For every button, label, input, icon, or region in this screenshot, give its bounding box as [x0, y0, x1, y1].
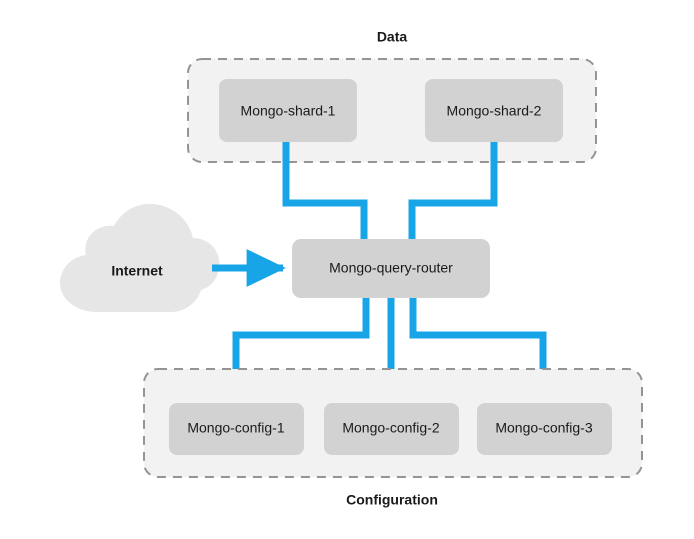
node-internet-cloud[interactable]: Internet — [60, 203, 220, 312]
node-mongo-shard-1-box[interactable] — [219, 79, 357, 142]
node-mongo-shard-1[interactable]: Mongo-shard-1 — [219, 79, 357, 142]
group-data-label: Data — [377, 29, 408, 45]
node-mongo-config-1-label: Mongo-config-1 — [187, 420, 284, 436]
node-mongo-config-2-label: Mongo-config-2 — [342, 420, 439, 436]
group-configuration-label: Configuration — [346, 492, 438, 508]
node-mongo-config-3-box[interactable] — [477, 403, 612, 455]
node-mongo-shard-2[interactable]: Mongo-shard-2 — [425, 79, 563, 142]
node-mongo-shard-2-label: Mongo-shard-2 — [447, 103, 542, 119]
node-mongo-query-router-box[interactable] — [292, 239, 490, 298]
node-mongo-config-3[interactable]: Mongo-config-3 — [477, 403, 612, 455]
node-mongo-config-1[interactable]: Mongo-config-1 — [169, 403, 304, 455]
node-mongo-config-1-box[interactable] — [169, 403, 304, 455]
node-mongo-config-2-box[interactable] — [324, 403, 459, 455]
node-mongo-config-3-label: Mongo-config-3 — [495, 420, 592, 436]
connector-shard-1-to-router — [282, 128, 368, 243]
node-mongo-config-2[interactable]: Mongo-config-2 — [324, 403, 459, 455]
node-mongo-shard-2-box[interactable] — [425, 79, 563, 142]
node-mongo-shard-1-label: Mongo-shard-1 — [241, 103, 336, 119]
connector-shard-2-to-router — [408, 128, 498, 243]
node-mongo-query-router[interactable]: Mongo-query-router — [292, 239, 490, 298]
node-internet-label: Internet — [111, 263, 163, 279]
cloud-icon — [60, 203, 220, 312]
node-mongo-query-router-label: Mongo-query-router — [329, 260, 453, 276]
